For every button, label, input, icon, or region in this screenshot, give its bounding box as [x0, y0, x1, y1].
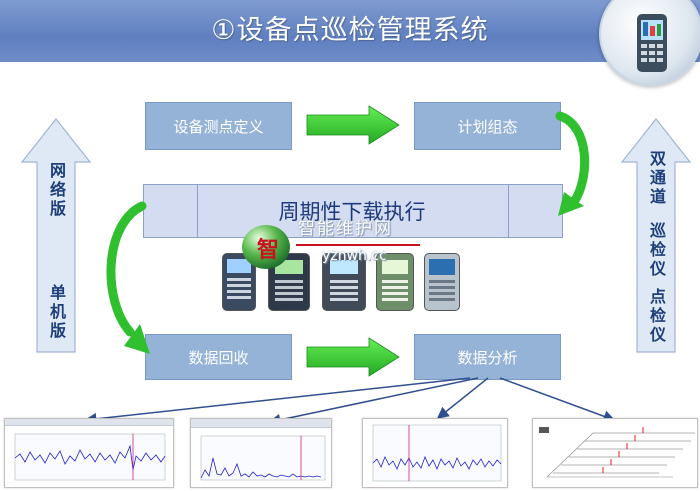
arrow-plan-to-execute [555, 111, 590, 216]
spectrum-plot [200, 435, 326, 481]
node-periodic-execute-label: 周期性下载执行 [278, 200, 426, 224]
analysis-screenshot-waveform [4, 418, 174, 488]
waterfall-plot [546, 427, 695, 478]
device-badge [599, 0, 700, 86]
arrow-collect-to-analyze [306, 337, 400, 377]
page-title: ①设备点巡检管理系统 [211, 15, 489, 46]
node-define-points: 设备测点定义 [145, 102, 292, 150]
device-image-4 [376, 253, 414, 311]
node-periodic-execute [143, 184, 563, 238]
globe-logo-icon [242, 225, 290, 269]
node-data-analyze: 数据分析 [414, 334, 561, 380]
label-spot-checker: 点检仪 [647, 288, 666, 345]
device-image-1 [222, 253, 256, 311]
version-arrow-left [20, 118, 92, 353]
title-bar [0, 0, 700, 62]
label-inspector: 巡检仪 [647, 222, 666, 279]
waveform-plot [14, 433, 166, 481]
watermark-text: 智能维护网 [298, 219, 393, 239]
device-image-5 [424, 253, 460, 311]
analysis-screenshot-spectrum [190, 418, 332, 488]
arrow-execute-to-collect [106, 201, 150, 354]
node-data-analyze-label: 数据分析 [457, 348, 518, 367]
cycle-divider-left [197, 184, 198, 237]
node-define-points-label: 设备测点定义 [173, 117, 264, 136]
node-data-collect: 数据回收 [145, 334, 292, 380]
device-type-arrow-right [620, 118, 692, 353]
watermark-logo-char: 智 [257, 238, 280, 263]
label-standalone-version: 单机版 [47, 284, 66, 341]
node-plan-config: 计划组态 [414, 102, 561, 150]
arrow-define-to-plan [306, 105, 400, 145]
cycle-divider-right [508, 184, 509, 237]
analysis-screenshot-trend [362, 418, 508, 488]
node-data-collect-label: 数据回收 [188, 348, 249, 367]
watermark-underline [296, 244, 420, 246]
node-periodic-execute-wrap: 周期性下载执行 [143, 196, 561, 226]
trend-plot [372, 424, 502, 482]
handheld-device-icon [637, 14, 667, 72]
analysis-screenshot-waterfall [532, 418, 698, 488]
label-network-version: 网络版 [47, 162, 66, 219]
watermark-url: yznwh.cc [322, 248, 387, 264]
node-plan-config-label: 计划组态 [457, 117, 518, 136]
device-image-3 [322, 253, 366, 311]
label-dual-channel: 双通道 [647, 150, 666, 207]
